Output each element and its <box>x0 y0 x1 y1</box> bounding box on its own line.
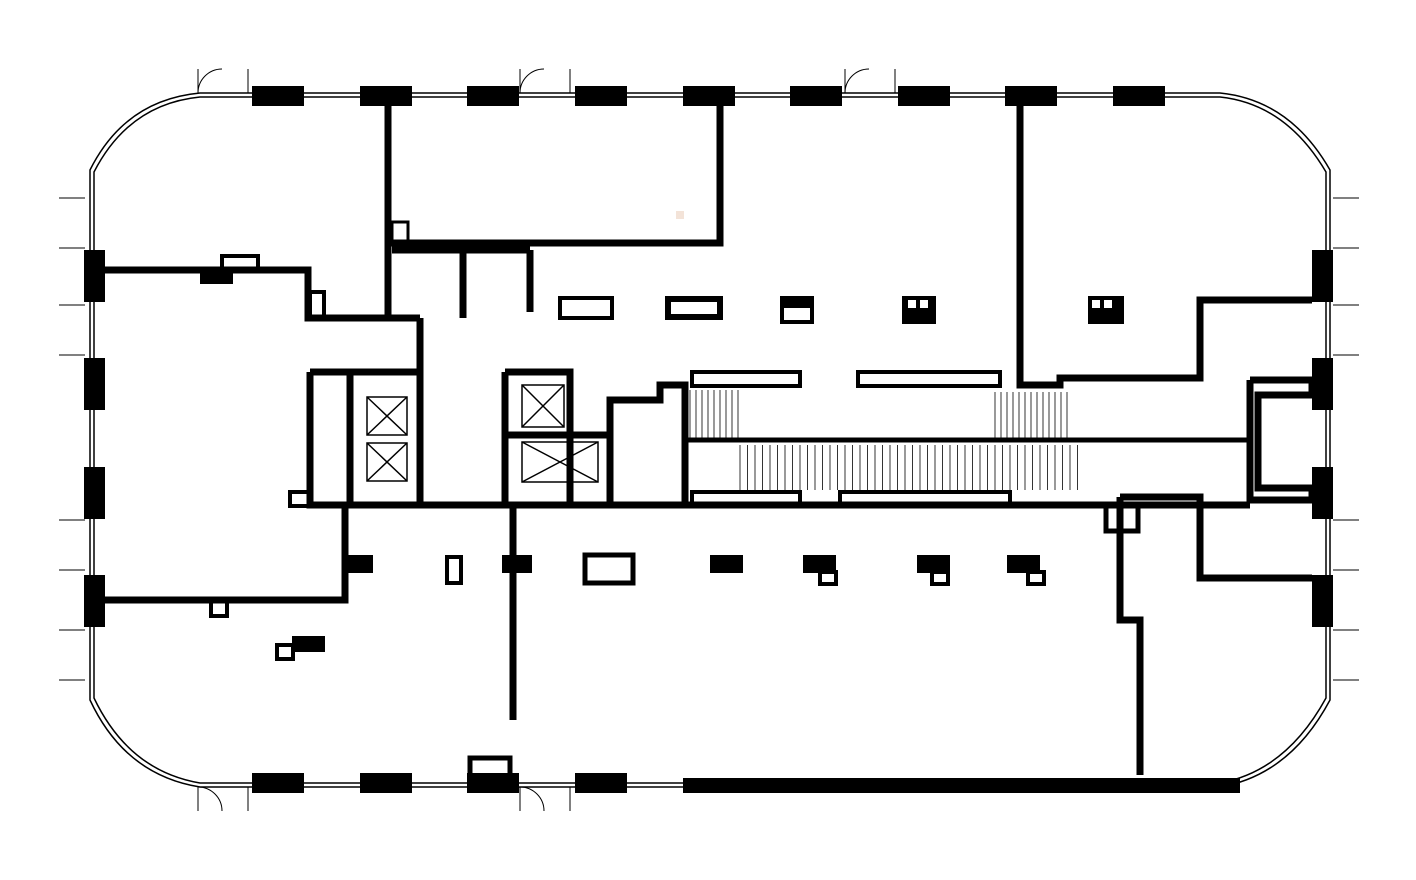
door-leaf <box>59 304 85 356</box>
door-swing <box>519 786 545 812</box>
door-leaf <box>59 519 85 571</box>
interior-walls <box>105 100 1316 775</box>
door-leaf <box>844 69 896 93</box>
door-leaf <box>519 69 571 93</box>
column <box>898 86 950 106</box>
south-wall <box>683 778 1240 793</box>
door-leaf <box>1333 197 1359 249</box>
column <box>1005 86 1057 106</box>
column <box>252 86 304 106</box>
door-swing <box>197 786 223 812</box>
door-leaf <box>59 197 85 249</box>
door-leaf <box>197 69 249 93</box>
column <box>575 773 627 793</box>
column <box>1312 575 1333 627</box>
door-leaf <box>1333 629 1359 681</box>
marker <box>676 211 684 219</box>
column <box>1312 358 1333 410</box>
column <box>252 773 304 793</box>
column <box>360 773 412 793</box>
column <box>84 575 105 627</box>
column <box>683 86 735 106</box>
column <box>790 86 842 106</box>
door-leaf <box>197 787 249 811</box>
column <box>84 467 105 519</box>
column <box>360 86 412 106</box>
column <box>1312 467 1333 519</box>
column <box>84 358 105 410</box>
exterior-columns <box>84 86 1333 793</box>
interior-fixtures <box>200 211 1141 779</box>
column <box>1312 250 1333 302</box>
column <box>467 86 519 106</box>
column <box>1113 86 1165 106</box>
exterior-doors <box>59 68 1359 812</box>
door-leaf <box>1333 519 1359 571</box>
column <box>84 250 105 302</box>
column <box>575 86 627 106</box>
elevators <box>366 384 599 483</box>
door-leaf <box>1333 304 1359 356</box>
stairs <box>689 390 1078 490</box>
door-leaf <box>59 629 85 681</box>
door-leaf <box>519 787 571 811</box>
